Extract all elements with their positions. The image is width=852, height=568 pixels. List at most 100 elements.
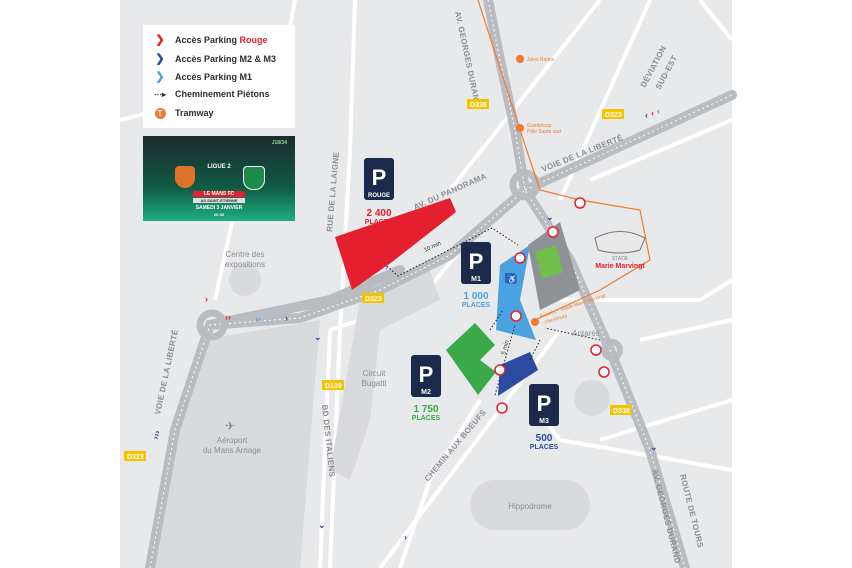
svg-text:⌄: ⌄ [546, 212, 554, 222]
svg-text:M2: M2 [421, 389, 431, 396]
accessible-glyph: ♿ [507, 274, 517, 284]
chevron-light-blue-icon: ❯ [155, 71, 165, 83]
svg-text:PLACES: PLACES [365, 219, 394, 226]
place-circuit: Circuit [363, 369, 386, 378]
svg-text:2 400: 2 400 [366, 208, 391, 219]
road-tag-d338-2: D338 [610, 405, 632, 415]
stadium-name: Marie Marvingt [595, 263, 645, 270]
svg-text:D323: D323 [605, 112, 622, 119]
svg-text:1 000: 1 000 [463, 291, 488, 302]
road-tag-d338: D338 [467, 99, 489, 109]
svg-text:D139: D139 [325, 383, 342, 390]
legend-label: Tramway [175, 108, 214, 118]
tram-stop-jules-raimu: Jules Raimu [527, 57, 555, 63]
place-airport-2: du Mans Arnage [203, 446, 262, 455]
place-expo-2: expositions [225, 260, 265, 269]
svg-text:›: › [385, 262, 388, 272]
dotted-arrow-icon: ⋯▸ [153, 89, 166, 99]
road-dashes [149, 0, 733, 568]
tram-stop-icon [516, 55, 539, 326]
parking-m2-area [446, 323, 496, 395]
home-crest [175, 166, 195, 188]
svg-text:›: › [285, 313, 288, 323]
poster-date: SAMEDI 3 JANVIER [195, 205, 243, 211]
svg-text:D338: D338 [470, 102, 487, 109]
svg-text:D323: D323 [365, 296, 382, 303]
svg-text:›››: ››› [150, 429, 162, 440]
roundabout-south [601, 339, 623, 361]
svg-text:›: › [404, 532, 407, 542]
accessible-icon [505, 273, 515, 283]
legend: ❯ Accès Parking Rouge ❯ Accès Parking M2… [143, 25, 295, 128]
svg-text:⌄: ⌄ [650, 442, 658, 452]
match-poster: J18/34 LIGUE 2 LE MANS FC AS SAINT-ETIEN… [143, 136, 295, 221]
svg-text:500: 500 [536, 433, 553, 444]
poster-time: 20:30 [213, 212, 225, 217]
parking-sign-rouge: P ROUGE 2 400 PLACES [364, 158, 394, 226]
svg-text:D323: D323 [127, 454, 144, 461]
poster-home-team: LE MANS FC [193, 191, 245, 197]
legend-label: Accès Parking M1 [175, 71, 253, 82]
legend-item-tramway: T Tramway [151, 107, 214, 119]
svg-text:››: ›› [225, 312, 231, 322]
legend-label: Cheminement Piétons [175, 89, 270, 99]
legend-item-m2-m3: ❯ Accès Parking M2 & M3 [151, 52, 276, 65]
svg-text:PLACES: PLACES [462, 302, 491, 309]
tram-line [477, 0, 651, 321]
place-antares: Antarès [572, 329, 600, 338]
stadium-logo [594, 231, 646, 254]
poster-league: LIGUE 2 [207, 164, 231, 170]
circuit-area [330, 270, 440, 480]
svg-text:M1: M1 [471, 276, 481, 283]
svg-text:P: P [469, 249, 484, 274]
stadium-pitch [534, 245, 564, 279]
tram-stop-guetteloup-2: Pôle Santé sud [527, 129, 561, 135]
roundabout-north [509, 169, 541, 201]
svg-text:M3: M3 [539, 418, 549, 425]
svg-text:1 750: 1 750 [413, 404, 438, 415]
svg-text:⌄: ⌄ [314, 332, 322, 342]
svg-text:ROUGE: ROUGE [368, 193, 390, 199]
svg-text:‹: ‹ [651, 108, 654, 118]
road-tag-d323-2: D323 [362, 293, 384, 303]
chevron-icon: › ››››› ››› ‹‹‹ ⌄›⌄ ⌄⌄› [150, 106, 660, 542]
parking-sign-m1: P M1 1 000 PLACES [461, 242, 491, 309]
poster-matchday: J18/34 [271, 140, 287, 146]
stadium-label: STADE [612, 256, 629, 262]
road-tag-d323-3: D323 [124, 451, 146, 461]
road-tag-d139: D139 [322, 380, 344, 390]
legend-item-rouge: ❯ Accès Parking Rouge [151, 33, 268, 46]
poster-away-team: AS SAINT-ETIENNE [193, 198, 245, 203]
svg-text:‹: ‹ [657, 106, 660, 116]
expo-area [229, 264, 261, 296]
tram-icon: T [151, 107, 169, 119]
parking-rouge-area [335, 198, 456, 290]
away-crest [243, 166, 265, 190]
svg-text:›: › [205, 294, 208, 304]
svg-text:››: ›› [255, 314, 261, 324]
no-parking-icon [494, 197, 610, 414]
parking-m3-area [498, 352, 538, 396]
chevron-dark-blue-icon: ❯ [155, 53, 165, 65]
legend-label-highlight: Rouge [239, 34, 268, 45]
tram-stop-guetteloup: Guetteloup [527, 123, 552, 129]
roundabout-west [196, 309, 228, 341]
place-circuit-2: Bugatti [362, 379, 387, 388]
parking-sign-m2: P M2 1 750 PLACES [411, 355, 441, 422]
svg-text:PLACES: PLACES [530, 444, 559, 451]
place-hippodrome: Hippodrome [508, 502, 552, 511]
svg-text:P: P [537, 391, 552, 416]
walk-time-m2: 5 min [501, 340, 511, 356]
legend-item-pedestrian: ⋯▸ Cheminement Piétons [151, 89, 270, 99]
airplane-icon: ✈ [225, 419, 235, 433]
svg-text:P: P [419, 362, 434, 387]
legend-label: Accès Parking M2 & M3 [175, 53, 277, 64]
svg-text:‹: ‹ [645, 110, 648, 120]
svg-text:D338: D338 [613, 408, 630, 415]
parking-m1-area [496, 245, 536, 340]
parking-sign-m3: P M3 500 PLACES [529, 384, 559, 451]
svg-text:PLACES: PLACES [412, 415, 441, 422]
hippodrome-area [470, 480, 590, 530]
chevron-red-icon: ❯ [155, 34, 165, 46]
